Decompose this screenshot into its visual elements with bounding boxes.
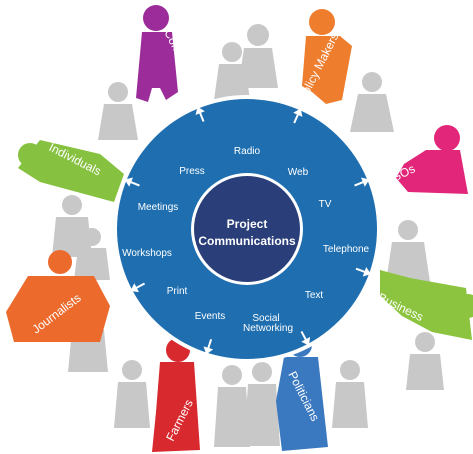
channel-press: Press [179, 166, 205, 177]
figure-policy-makers: Policy Makers [295, 9, 352, 104]
background-silhouettes [52, 24, 444, 447]
gray-figure [406, 332, 444, 390]
channel-meetings: Meetings [138, 202, 179, 213]
channel-telephone: Telephone [323, 244, 370, 255]
channel-events: Events [195, 311, 226, 322]
figure-politicians: Politicians [276, 333, 328, 451]
arrow-ngos [354, 177, 370, 187]
figure-ngos: NGOs [381, 125, 468, 194]
channel-tv: TV [319, 199, 332, 210]
arrow-farmers [203, 339, 214, 355]
channel-print: Print [167, 286, 188, 297]
arrow-communities [195, 106, 205, 122]
gray-figure [332, 360, 368, 428]
arrow-individuals [124, 177, 140, 187]
gray-figure [52, 195, 92, 257]
channel-web: Web [288, 167, 309, 178]
arrow-politicians [300, 330, 311, 346]
arrow-policy-makers [293, 108, 303, 124]
figure-communities: Communities [136, 5, 206, 102]
center-title-line1: Project [227, 217, 268, 231]
outward-arrows [124, 106, 372, 355]
channel-text: Text [305, 290, 324, 301]
channel-radio: Radio [234, 146, 261, 157]
gray-figure [386, 220, 430, 282]
arrow-journalists [130, 282, 146, 293]
gray-figure [214, 365, 250, 447]
figure-journalists: Journalists [6, 250, 110, 342]
center-title-line2: Communications [198, 234, 296, 248]
gray-figure [350, 72, 394, 132]
figure-individuals: Individuals [18, 140, 124, 202]
figure-farmers: Farmers [152, 338, 200, 452]
center-circle [194, 176, 300, 282]
gray-figure [244, 362, 280, 446]
gray-figure [74, 228, 110, 280]
arrow-business [355, 267, 372, 277]
channel-social-line1: Social [252, 313, 279, 324]
channel-social-line2: Networking [243, 323, 293, 334]
gray-figure [214, 42, 250, 100]
gray-figure [238, 24, 278, 88]
gray-figure [114, 360, 150, 428]
gray-figure [98, 82, 138, 140]
channel-workshops: Workshops [122, 248, 172, 259]
